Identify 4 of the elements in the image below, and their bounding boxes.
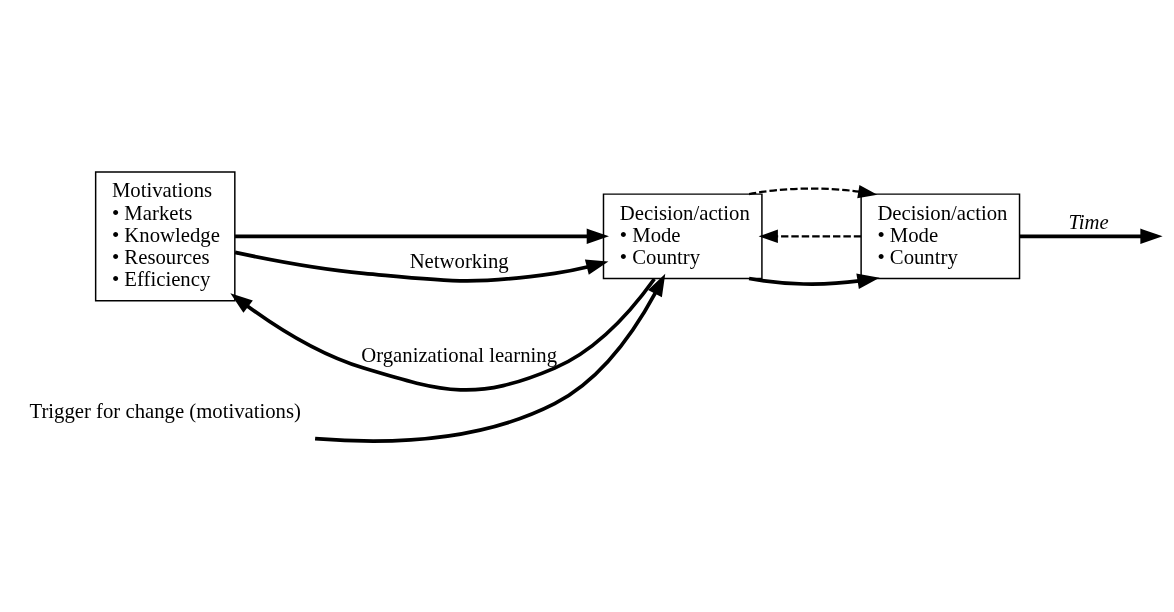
edge-label: Time xyxy=(1068,210,1109,233)
edge-label: Networking xyxy=(409,249,509,272)
edge-label: Organizational learning xyxy=(361,343,558,366)
node-text: Trigger for change (motivations) xyxy=(29,399,301,422)
